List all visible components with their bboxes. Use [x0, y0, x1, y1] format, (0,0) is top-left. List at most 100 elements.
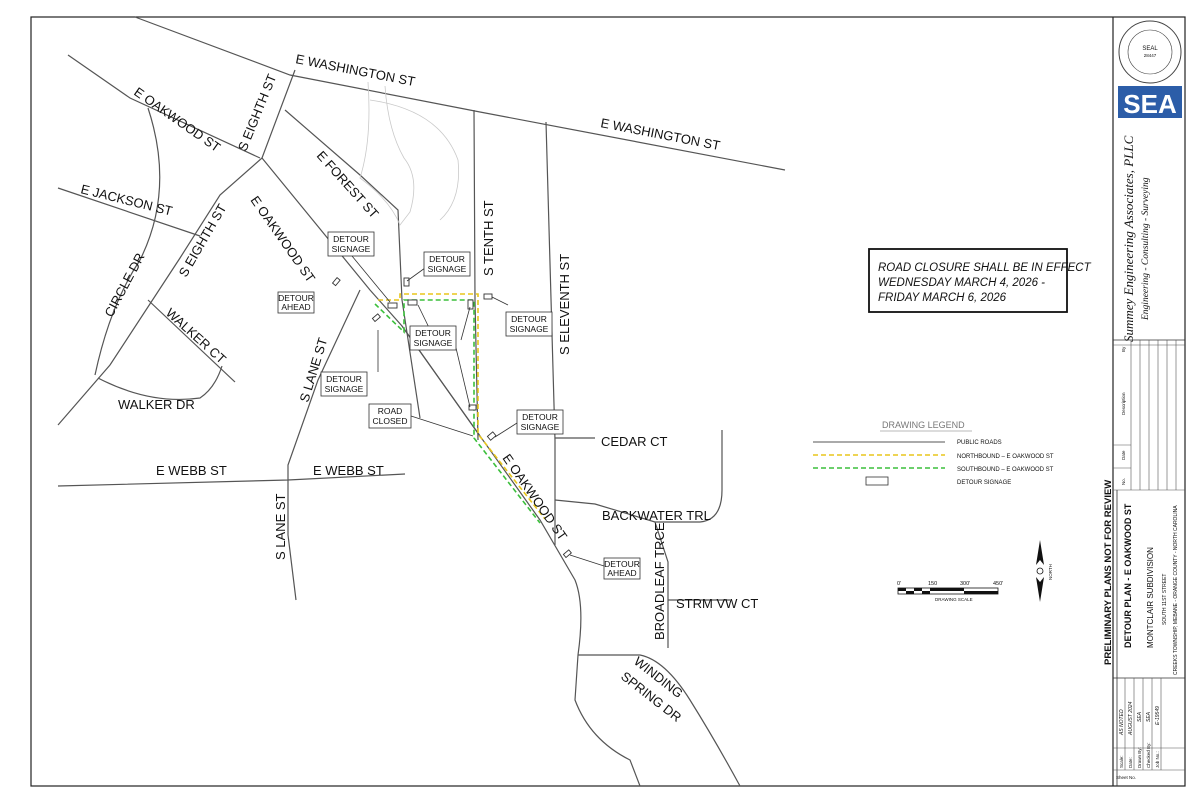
label-e-washington-1: E WASHINGTON ST — [294, 51, 416, 89]
svg-text:Description: Description — [1121, 392, 1126, 415]
label-cedar-ct: CEDAR CT — [601, 434, 668, 449]
svg-text:Date:: Date: — [1128, 757, 1133, 768]
detour-southbound — [374, 299, 541, 524]
sign-marker — [331, 277, 341, 287]
road-circle-dr — [94, 107, 161, 376]
label-circle-dr: CIRCLE DR — [101, 250, 147, 319]
label-s-eleventh: S ELEVENTH ST — [557, 254, 572, 355]
road-e-jackson — [57, 187, 201, 237]
label-e-oakwood-nw: E OAKWOOD ST — [131, 84, 223, 155]
sign-marker — [483, 293, 493, 300]
label-e-washington-2: E WASHINGTON ST — [599, 115, 721, 153]
sign-marker — [562, 549, 572, 559]
road-e-oakwood-nw — [67, 54, 261, 159]
lot-outline — [359, 81, 459, 226]
svg-text:SIGNAGE: SIGNAGE — [414, 338, 453, 348]
svg-text:AS NOTED: AS NOTED — [1119, 709, 1125, 736]
road-e-webb — [57, 473, 406, 487]
callout-detour-signage-3: DETOUR SIGNAGE — [409, 325, 457, 351]
label-s-eighth-2: S EIGHTH ST — [176, 201, 230, 279]
svg-text:SEA: SEA — [1146, 711, 1152, 722]
svg-text:Summey Engineering Associates,: Summey Engineering Associates, PLLC — [1121, 135, 1136, 342]
svg-text:NORTH: NORTH — [1048, 564, 1053, 580]
label-s-lane-2: S LANE ST — [273, 493, 288, 560]
label-e-oakwood-mid: E OAKWOOD ST — [248, 193, 319, 285]
svg-text:150: 150 — [928, 581, 937, 587]
svg-text:AHEAD: AHEAD — [607, 568, 636, 578]
road-s-eighth — [57, 69, 296, 426]
svg-text:By: By — [1121, 346, 1126, 352]
svg-text:450': 450' — [993, 581, 1003, 587]
road-s-eleventh — [545, 121, 556, 545]
road-closure-notice: ROAD CLOSURE SHALL BE IN EFFECT WEDNESDA… — [868, 248, 1092, 313]
sign-marker — [468, 404, 477, 411]
svg-text:28447: 28447 — [1144, 53, 1157, 58]
label-e-webb-1: E WEBB ST — [156, 463, 227, 478]
svg-text:SIGNAGE: SIGNAGE — [332, 244, 371, 254]
north-arrow-icon: NORTH — [1036, 540, 1053, 602]
svg-text:DETOUR: DETOUR — [522, 412, 558, 422]
callout-boxes: DETOUR SIGNAGE DETOUR SIGNAGE DETOUR AHE… — [277, 231, 641, 580]
info-fields — [1113, 678, 1185, 771]
svg-text:DETOUR: DETOUR — [278, 293, 314, 303]
sign-marker — [403, 277, 410, 287]
svg-text:DETOUR SIGNAGE: DETOUR SIGNAGE — [957, 480, 1011, 486]
svg-text:SEA: SEA — [1123, 89, 1177, 119]
label-broadleaf-trce: BROADLEAF TRCE — [652, 522, 667, 640]
sign-marker — [486, 431, 497, 441]
engineer-seal: SEAL 28447 — [1118, 20, 1182, 84]
svg-text:SIGNAGE: SIGNAGE — [510, 324, 549, 334]
svg-text:ROAD: ROAD — [378, 406, 403, 416]
sign-marker — [371, 313, 381, 323]
label-walker-dr: WALKER DR — [118, 397, 195, 412]
svg-text:PRELIMINARY PLANS NOT FOR REVI: PRELIMINARY PLANS NOT FOR REVIEW — [1103, 480, 1114, 665]
svg-text:PUBLIC ROADS: PUBLIC ROADS — [957, 440, 1002, 446]
svg-text:DETOUR: DETOUR — [333, 234, 369, 244]
svg-text:AUGUST 2024: AUGUST 2024 — [1128, 701, 1134, 736]
sign-marker — [407, 299, 418, 306]
svg-text:SIGNAGE: SIGNAGE — [521, 422, 560, 432]
label-backwater-trl: BACKWATER TRL — [602, 508, 711, 523]
road-e-washington — [134, 16, 786, 171]
revision-table — [1113, 340, 1185, 491]
road-winding-spring-dr — [578, 654, 741, 787]
svg-text:DETOUR PLAN - E OAKWOOD ST: DETOUR PLAN - E OAKWOOD ST — [1123, 503, 1133, 648]
svg-text:DETOUR: DETOUR — [604, 559, 640, 569]
svg-text:Drawn By:: Drawn By: — [1137, 747, 1142, 768]
callout-detour-signage-6: DETOUR SIGNAGE — [516, 409, 564, 435]
label-walker-ct: WALKER CT — [163, 305, 229, 367]
label-e-oakwood-se: E OAKWOOD ST — [500, 451, 571, 543]
svg-text:SEAL: SEAL — [1142, 46, 1158, 52]
svg-text:No.: No. — [1121, 478, 1126, 485]
label-e-webb-2: E WEBB ST — [313, 463, 384, 478]
drawing-legend: DRAWING LEGEND PUBLIC ROADS NORTHBOUND –… — [813, 420, 1054, 486]
sea-logo: SEA — [1118, 86, 1182, 119]
svg-text:WEDNESDAY MARCH 4, 2026 -: WEDNESDAY MARCH 4, 2026 - — [878, 277, 1045, 289]
title-block: SEAL 28447 SEA Summey Engineering Associ… — [1103, 20, 1185, 786]
svg-text:Scale:: Scale: — [1119, 755, 1124, 768]
svg-text:SEA: SEA — [1137, 711, 1143, 722]
svg-text:Sheet No.: Sheet No. — [1116, 775, 1136, 780]
svg-text:DETOUR: DETOUR — [429, 254, 465, 264]
callout-detour-signage-4: DETOUR SIGNAGE — [505, 311, 553, 337]
callout-detour-signage-1: DETOUR SIGNAGE — [327, 231, 375, 257]
sign-markers — [331, 277, 572, 559]
sheet-border — [30, 16, 1186, 787]
sign-marker — [387, 302, 398, 309]
callout-detour-ahead-2: DETOUR AHEAD — [603, 557, 641, 580]
svg-text:Job No.:: Job No.: — [1155, 751, 1160, 768]
svg-text:DETOUR: DETOUR — [511, 314, 547, 324]
svg-text:SIGNAGE: SIGNAGE — [428, 264, 467, 274]
callout-leaders — [351, 255, 605, 567]
svg-text:NORTHBOUND – E OAKWOOD ST: NORTHBOUND – E OAKWOOD ST — [957, 454, 1054, 460]
svg-text:SOUTHBOUND – E OAKWOOD ST: SOUTHBOUND – E OAKWOOD ST — [957, 467, 1054, 473]
svg-text:SOUTH 11ST STREET: SOUTH 11ST STREET — [1162, 574, 1168, 626]
svg-text:0': 0' — [897, 581, 901, 587]
svg-text:CREEKS TOWNSHIP, MEBANE - ORAN: CREEKS TOWNSHIP, MEBANE - ORANGE COUNTY … — [1173, 505, 1179, 675]
svg-text:FRIDAY MARCH 6, 2026: FRIDAY MARCH 6, 2026 — [878, 292, 1007, 304]
label-strm-vw-ct: STRM VW CT — [676, 596, 758, 611]
svg-text:ROAD CLOSURE SHALL BE IN EFFEC: ROAD CLOSURE SHALL BE IN EFFECT — [878, 262, 1092, 274]
label-s-tenth: S TENTH ST — [481, 200, 496, 276]
label-s-eighth-1: S EIGHTH ST — [235, 72, 280, 153]
